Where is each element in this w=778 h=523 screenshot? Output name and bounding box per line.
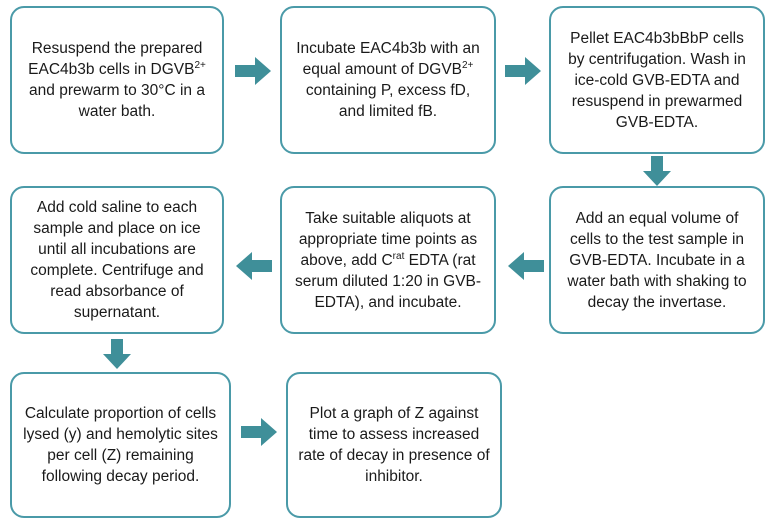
- step-5-box: Take suitable aliquots at appropriate ti…: [280, 186, 496, 334]
- step-6-text: Add cold saline to each sample and place…: [30, 199, 204, 321]
- step-5-text: Take suitable aliquots at appropriate ti…: [294, 209, 482, 311]
- step-1-text: Resuspend the prepared EAC4b3b cells in …: [28, 40, 206, 120]
- step-3-box: Pellet EAC4b3bBbP cells by centrifugatio…: [549, 6, 765, 154]
- arrow-right-icon: [241, 418, 277, 446]
- arrow-left-icon: [236, 252, 272, 280]
- step-7-box: Calculate proportion of cells lysed (y) …: [10, 372, 231, 518]
- step-4-box: Add an equal volume of cells to the test…: [549, 186, 765, 334]
- arrow-down-icon: [643, 156, 671, 186]
- step-6-box: Add cold saline to each sample and place…: [10, 186, 224, 334]
- step-8-box: Plot a graph of Z against time to assess…: [286, 372, 502, 518]
- step-2-text: Incubate EAC4b3b with an equal amount of…: [296, 40, 480, 120]
- arrow-right-icon: [235, 57, 271, 85]
- arrow-right-icon: [505, 57, 541, 85]
- arrow-down-icon: [103, 339, 131, 369]
- step-3-text: Pellet EAC4b3bBbP cells by centrifugatio…: [568, 29, 746, 131]
- step-2-box: Incubate EAC4b3b with an equal amount of…: [280, 6, 496, 154]
- step-4-text: Add an equal volume of cells to the test…: [567, 209, 747, 311]
- step-7-text: Calculate proportion of cells lysed (y) …: [23, 405, 218, 485]
- arrow-left-icon: [508, 252, 544, 280]
- step-1-box: Resuspend the prepared EAC4b3b cells in …: [10, 6, 224, 154]
- step-8-text: Plot a graph of Z against time to assess…: [298, 405, 490, 485]
